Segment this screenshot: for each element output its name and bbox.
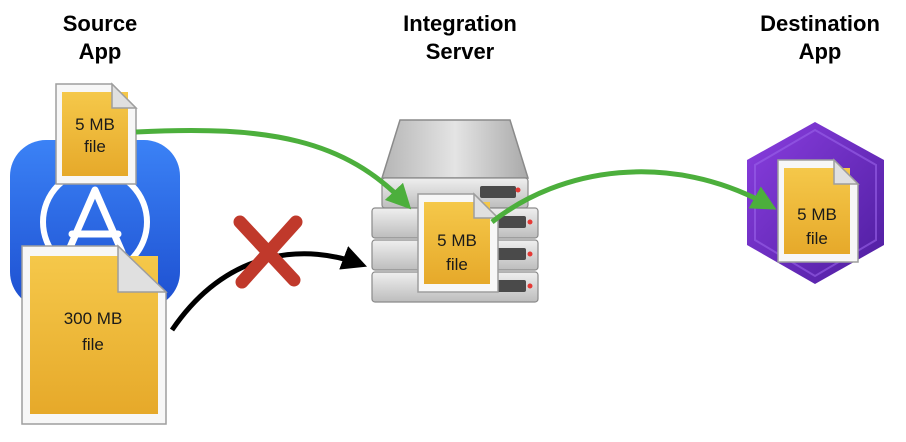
source-large-file-label: file <box>82 335 104 354</box>
cross-icon <box>233 215 303 289</box>
destination-small-file-size: 5 MB <box>797 205 837 224</box>
destination-small-file-label: file <box>806 229 828 248</box>
failed-transfer-arrow <box>169 246 368 332</box>
source-small-file-label: file <box>84 137 106 156</box>
server-small-file: 5 MB file <box>417 192 500 293</box>
source-to-server-arrow <box>135 127 412 210</box>
source-app-heading: Source App <box>35 10 165 66</box>
server-to-destination-arrow <box>490 169 777 224</box>
server-heading-line-2: Server <box>425 39 495 64</box>
source-small-file-size: 5 MB <box>75 115 115 134</box>
server-small-file-size: 5 MB <box>437 231 477 250</box>
destination-app-heading: Destination App <box>740 10 900 66</box>
source-heading-line-1: Source <box>62 11 138 36</box>
integration-server-heading: Integration Server <box>380 10 540 66</box>
source-large-file-size: 300 MB <box>64 309 123 328</box>
source-heading-line-2: App <box>78 39 122 64</box>
source-small-file: 5 MB file <box>55 82 138 185</box>
destination-heading-line-2: App <box>798 39 842 64</box>
server-small-file-label: file <box>446 255 468 274</box>
source-large-file: 300 MB file <box>21 244 168 425</box>
destination-small-file: 5 MB file <box>777 158 860 263</box>
destination-heading-line-1: Destination <box>760 11 880 36</box>
server-heading-line-1: Integration <box>403 11 517 36</box>
